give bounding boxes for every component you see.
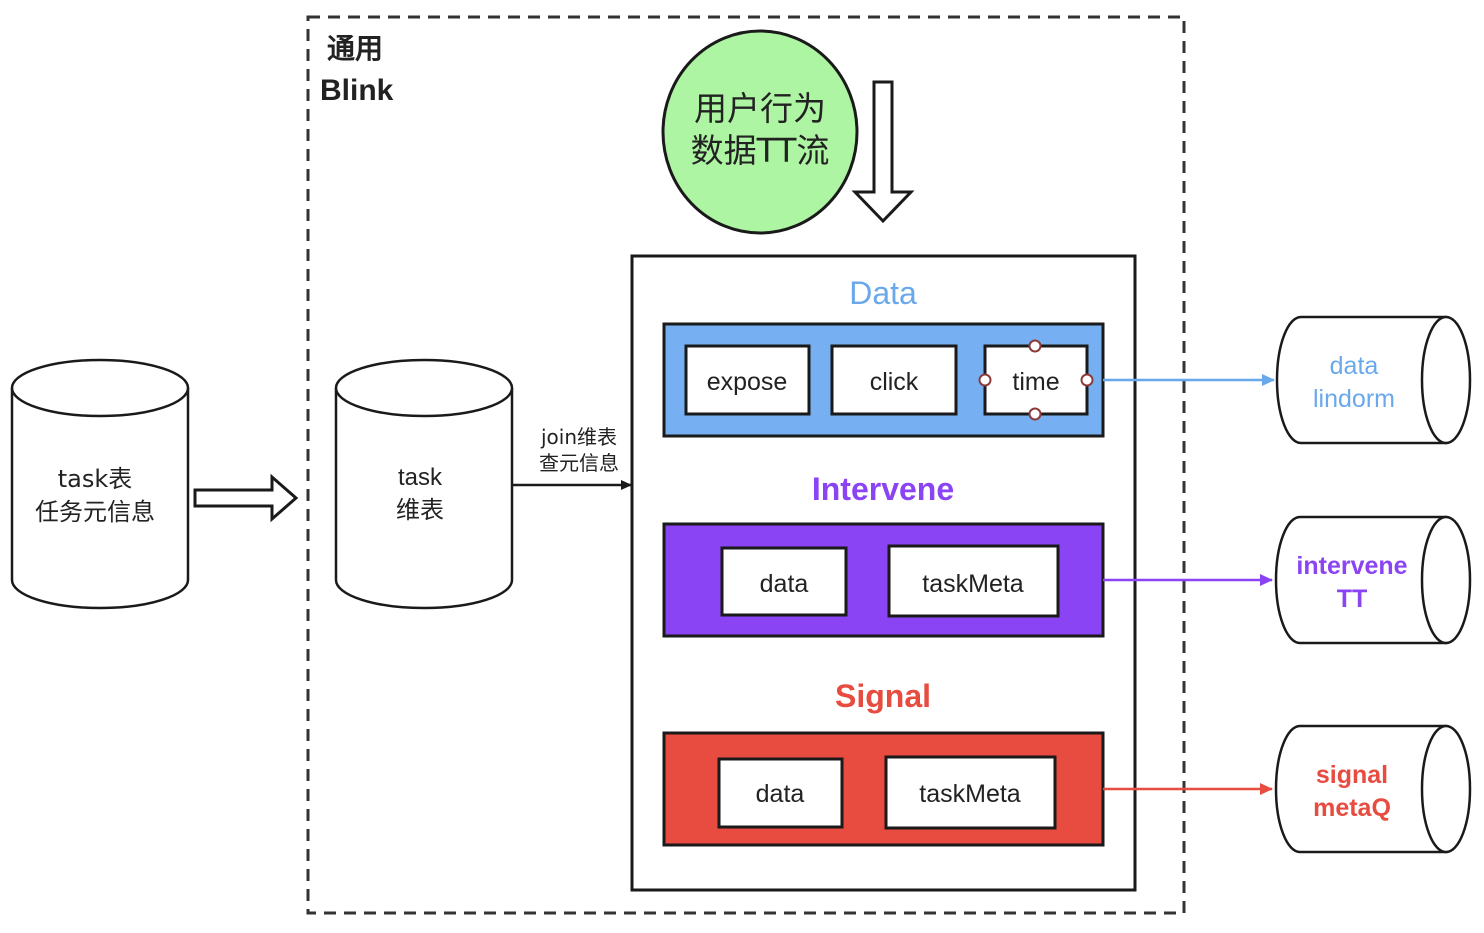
source-table-label-line1: task表 [58,465,133,493]
stream-circle [661,29,859,235]
signal-field-data [717,757,844,829]
data-group-title: Data [849,275,917,311]
data-field-click-label: click [870,368,919,396]
intervene-field-data [720,546,848,617]
stream-label-line2: 数据TT流 [691,131,830,170]
blink-container [306,15,1186,915]
signal-sink-label-line2: metaQ [1313,794,1391,822]
data-lindorm-sink: data lindorm [1275,315,1472,445]
resize-handle-right[interactable] [1080,373,1094,387]
signal-sink-label-line1: signal [1316,761,1388,789]
blink-title-line2: Blink [320,74,394,107]
join-label-line1: join维表 [540,425,617,449]
hollow-down-arrow [851,80,915,224]
data-field-click [830,344,958,416]
source-table-cylinder: task表 任务元信息 [10,358,190,610]
stream-label-line1: 用户行为 [694,89,826,128]
data-field-time-label: time [1012,368,1059,396]
signal-group-title: Signal [835,678,931,714]
dim-table-label-line2: 维表 [396,496,444,524]
data-field-expose [684,344,811,416]
signal-field-taskmeta-label: taskMeta [919,780,1021,808]
data-sink-label-line1: data [1330,352,1379,380]
dim-table-cylinder: task 维表 [334,358,514,610]
resize-handle-left[interactable] [978,373,992,387]
intervene-sink-label-line2: TT [1337,585,1368,613]
intervene-field-taskmeta-label: taskMeta [922,570,1024,598]
join-label-line2: 查元信息 [539,451,619,475]
signal-field-data-label: data [756,780,805,808]
hollow-right-arrow [193,473,299,523]
intervene-tt-sink: intervene TT [1274,515,1472,645]
signal-metaq-sink: signal metaQ [1274,724,1472,854]
intervene-group-title: Intervene [812,471,954,507]
source-table-label-line2: 任务元信息 [35,498,155,526]
dim-table-label-line1: task [398,464,443,491]
data-field-expose-label: expose [707,368,788,396]
intervene-field-taskmeta [887,544,1060,618]
resize-handle-bottom[interactable] [1028,407,1042,421]
intervene-sink-label-line1: intervene [1296,552,1407,580]
data-sink-label-line2: lindorm [1313,385,1395,413]
blink-title-line1: 通用 [327,32,383,65]
resize-handle-top[interactable] [1028,339,1042,353]
signal-field-taskmeta [884,755,1057,830]
intervene-field-data-label: data [760,570,809,598]
